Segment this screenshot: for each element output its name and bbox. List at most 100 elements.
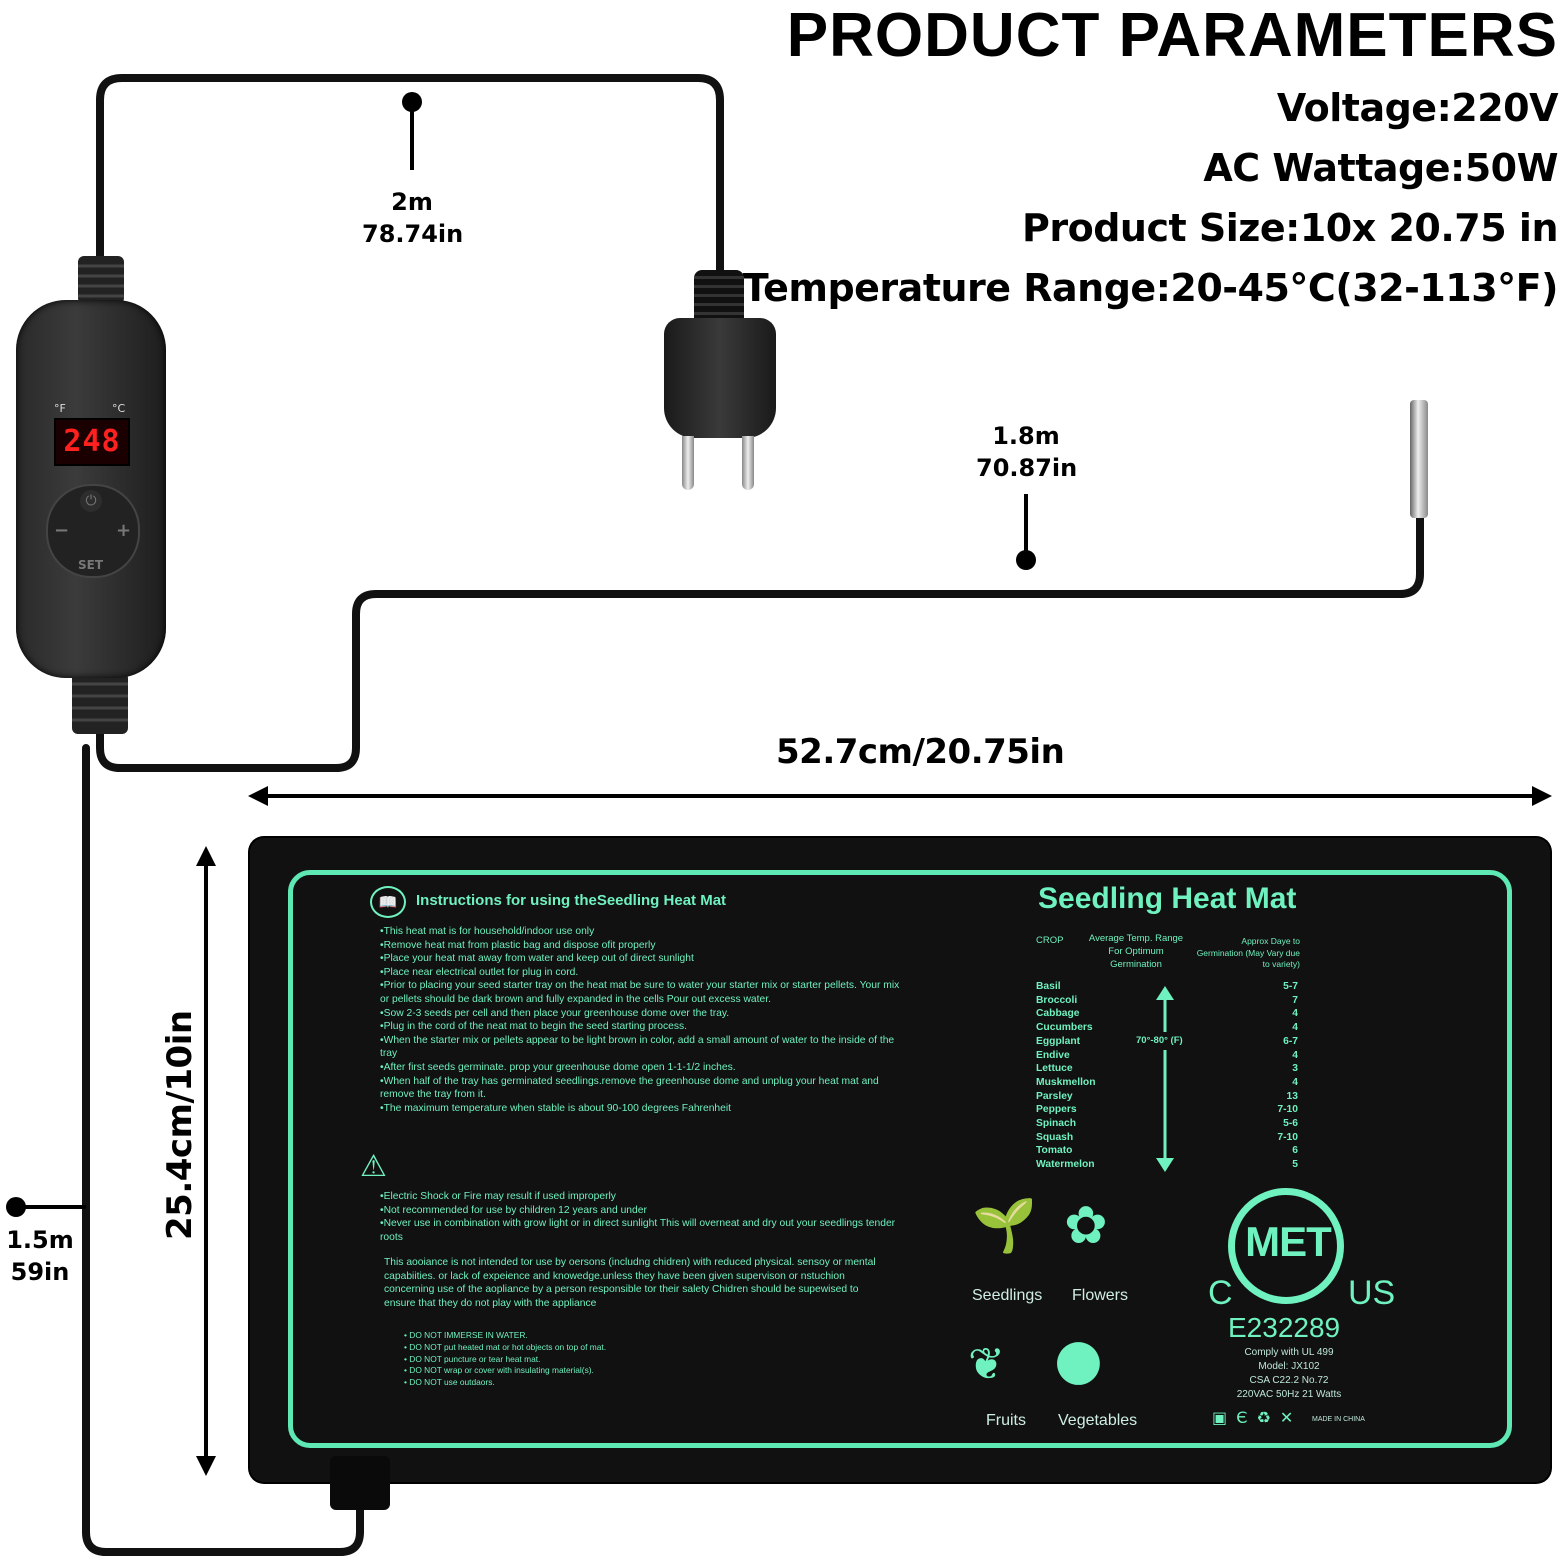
instructions-list: •This heat mat is for household/indoor u…: [380, 925, 900, 1115]
list-item: • DO NOT IMMERSE IN WATER.: [404, 1330, 528, 1340]
table-cell: 6-7: [1283, 1035, 1298, 1047]
mat-cable-port: [330, 1456, 390, 1510]
table-cell: 6: [1292, 1145, 1298, 1157]
met-logo: MET: [1245, 1218, 1332, 1265]
cert-details: Comply with UL 499 Model: JX102 CSA C22.…: [1236, 1347, 1342, 1400]
list-item: •Prior to placing your seed starter tray…: [380, 980, 900, 1005]
seedling-icon: 🌱: [972, 1196, 1037, 1256]
table-cell: 4: [1292, 1022, 1298, 1034]
plug-pin-right: [742, 436, 754, 490]
table-cell: 5-7: [1283, 981, 1298, 992]
set-button: SET: [78, 558, 104, 572]
wattage-spec: AC Wattage:50W: [1203, 146, 1558, 190]
days-list: 5-7 7 4 4 6-7 4 3 4 13 7-10 5-6 7-10 6 5: [1270, 980, 1298, 1172]
crop-header: CROP: [1036, 935, 1064, 946]
do-not-list: • DO NOT IMMERSE IN WATER. • DO NOT put …: [404, 1330, 704, 1389]
list-item: •Never use in combination with grow ligh…: [380, 1218, 896, 1243]
eu-power-plug: [664, 318, 776, 438]
fahrenheit-indicator: °F: [54, 402, 66, 415]
category-flowers: Flowers: [1072, 1287, 1129, 1304]
temperature-display: 248: [54, 418, 130, 466]
temp-range-arrow-icon: [1154, 986, 1176, 1172]
table-row: Cabbage: [1036, 1008, 1080, 1020]
table-cell: 7: [1292, 994, 1298, 1006]
width-dimension: 52.7cm/20.75in: [776, 732, 1065, 772]
table-row: Parsley: [1036, 1090, 1073, 1102]
temperature-probe: [1410, 400, 1428, 518]
instructions-title: Instructions for using theSeedling Heat …: [416, 892, 727, 909]
list-item: •Place near electrical outlet for plug i…: [380, 966, 579, 978]
table-cell: 7-10: [1277, 1131, 1298, 1143]
flower-icon: ✿: [1064, 1196, 1108, 1256]
table-row: Muskmellon: [1036, 1076, 1096, 1088]
warning-icon: ⚠: [360, 1149, 387, 1184]
table-row: Eggplant: [1036, 1035, 1081, 1047]
met-logo-ring: [1228, 1188, 1344, 1304]
celsius-indicator: °C: [112, 402, 126, 415]
list-item: •The maximum temperature when stable is …: [380, 1102, 732, 1114]
heat-mat: [250, 838, 1550, 1482]
list-item: •When half of the tray has germinated se…: [380, 1075, 879, 1101]
list-item: •Electric Shock or Fire may result if us…: [380, 1191, 616, 1202]
size-spec: Product Size:10x 20.75 in: [1022, 206, 1558, 250]
category-fruits: Fruits: [986, 1412, 1026, 1429]
height-dimension: 25.4cm/10in: [160, 1010, 200, 1240]
minus-button: −: [54, 520, 70, 541]
list-item: •Not recommended for use by children 12 …: [380, 1204, 647, 1216]
list-item: • DO NOT puncture or tear heat mat.: [404, 1353, 541, 1364]
table-row: Watermelon: [1036, 1159, 1095, 1171]
table-row: Peppers: [1036, 1104, 1077, 1116]
safety-paragraph: This aooiance is not intended tor use by…: [384, 1257, 876, 1309]
table-row: Tomato: [1036, 1145, 1073, 1157]
list-item: •Sow 2-3 seeds per cell and then place y…: [380, 1007, 730, 1019]
list-item: • DO NOT put heated mat or hot objects o…: [404, 1341, 607, 1352]
list-item: •Remove heat mat from plastic bag and di…: [380, 939, 656, 951]
list-item: •After first seeds germinate. prop your …: [380, 1061, 736, 1073]
days-header: Approx Daye to Germination (May Vary due…: [1196, 936, 1300, 969]
crop-list: Basil Broccoli Cabbage Cucumbers Eggplan…: [1036, 980, 1096, 1172]
table-row: Endive: [1036, 1049, 1070, 1061]
mat-title: Seedling Heat Mat: [1038, 882, 1297, 915]
list-item: •Plug in the cord of the neat mat to beg…: [380, 1021, 687, 1033]
table-cell: 13: [1286, 1090, 1298, 1102]
table-row: Cucumbers: [1036, 1022, 1093, 1034]
warnings-list: •Electric Shock or Fire may result if us…: [380, 1190, 900, 1244]
compliance-symbols-icon: ▣ Є ♻ ✕: [1212, 1408, 1296, 1427]
table-cell: 5: [1292, 1159, 1298, 1171]
table-cell: 4: [1292, 1049, 1298, 1061]
list-item: •When the starter mix or pellets appear …: [380, 1034, 895, 1060]
table-cell: 4: [1292, 1008, 1298, 1020]
table-cell: 3: [1292, 1063, 1298, 1075]
power-button-icon: ⏻: [80, 490, 102, 512]
table-row: Lettuce: [1036, 1063, 1073, 1075]
temp-range-label: 70°-80° (F): [1136, 1035, 1183, 1046]
book-icon: 📖: [370, 886, 406, 918]
list-item: •Place your heat mat away from water and…: [380, 953, 694, 965]
table-row: Basil: [1036, 981, 1061, 992]
fruit-icon: ❦: [968, 1339, 1005, 1390]
list-item: •This heat mat is for household/indoor u…: [380, 926, 595, 937]
table-row: Squash: [1036, 1131, 1074, 1143]
plug-pin-left: [682, 436, 694, 490]
page-title: PRODUCT PARAMETERS: [786, 1, 1558, 70]
cert-c: C: [1208, 1274, 1233, 1312]
table-cell: 5-6: [1283, 1118, 1298, 1130]
made-in: MADE IN CHINA: [1312, 1416, 1365, 1423]
list-item: • DO NOT use outdaors.: [404, 1377, 495, 1388]
table-row: Broccoli: [1036, 994, 1078, 1006]
list-item: • DO NOT wrap or cover with insulating m…: [404, 1365, 594, 1376]
category-seedlings: Seedlings: [972, 1287, 1043, 1304]
cert-number: E232289: [1228, 1312, 1341, 1343]
heat-mat-border: [288, 870, 1512, 1448]
temperature-spec: Temperature Range:20-45°C(32-113°F): [742, 266, 1559, 310]
voltage-spec: Voltage:220V: [1276, 86, 1559, 130]
plus-button: +: [116, 520, 132, 541]
vegetable-icon: ●: [1054, 1327, 1103, 1392]
temp-header: Average Temp. Range For Optimum Germinat…: [1088, 933, 1184, 970]
cert-us: US: [1348, 1274, 1396, 1312]
table-cell: 4: [1292, 1076, 1298, 1088]
